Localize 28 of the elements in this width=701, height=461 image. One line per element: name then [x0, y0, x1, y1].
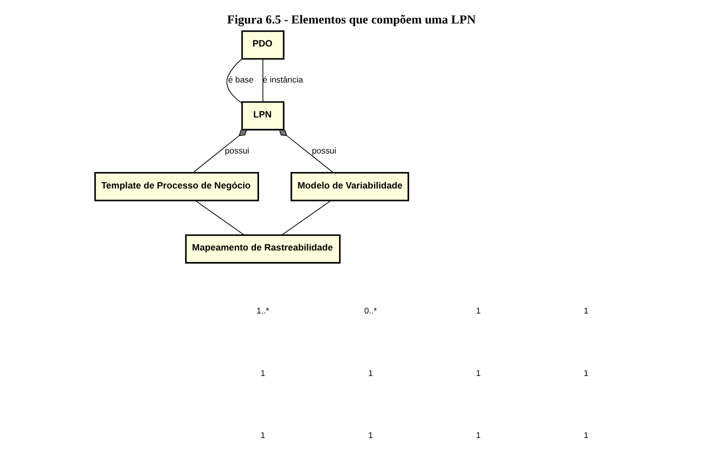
- node-box: Template de Processo de Negócio: [94, 172, 259, 202]
- label: 1: [476, 430, 480, 440]
- label: 1: [583, 430, 588, 440]
- label: 1: [476, 305, 480, 316]
- edge-label: é instância: [262, 74, 303, 85]
- edge-label: possui: [224, 145, 249, 156]
- label: 1: [260, 368, 265, 378]
- label: 1: [368, 368, 372, 378]
- connector: [192, 129, 246, 174]
- connector: [278, 129, 334, 174]
- connector: [262, 58, 263, 102]
- connector: [194, 200, 244, 236]
- label: 1: [583, 305, 588, 316]
- label: 1: [583, 368, 588, 378]
- node-box: PDO: [240, 30, 284, 60]
- node-box: Mapeamento de Rastreabilidade: [184, 234, 340, 264]
- label: 0..*: [364, 305, 376, 316]
- diagram-title: Figura 6.5 - Elementos que compõem uma LPN: [226, 12, 476, 26]
- label: 1: [368, 430, 372, 440]
- label: 1: [260, 430, 265, 440]
- node-box: Modelo de Variabilidade: [290, 172, 409, 202]
- node-box: LPN: [240, 101, 284, 130]
- connector: [280, 200, 331, 236]
- label: 1..*: [256, 305, 269, 316]
- edge-label: possui: [311, 145, 336, 156]
- edge-label: é base: [228, 74, 254, 85]
- connector: [226, 58, 242, 104]
- label: 1: [476, 368, 480, 378]
